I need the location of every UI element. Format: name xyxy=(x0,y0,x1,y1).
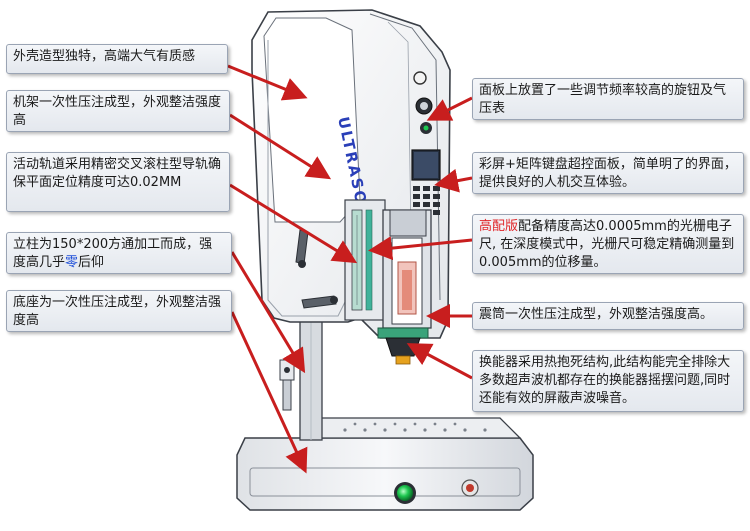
callout-grating-highlight: 高配版 xyxy=(479,219,519,234)
machine-base xyxy=(236,417,534,511)
callout-transducer-text: 换能器采用热抱死结构,此结构能完全排除大多数超声波机都存在的换能器摇摆问题,同时… xyxy=(479,355,731,406)
callout-base-text: 底座为一次性压注成型，外观整洁强度高 xyxy=(13,295,222,328)
arrow-base xyxy=(230,311,308,474)
callout-shock: 震筒一次性压注成型，外观整洁强度高。 xyxy=(472,302,744,330)
arrow-frame xyxy=(229,113,332,180)
callout-panel-knobs: 面板上放置了一些调节频率较高的旋钮及气压表 xyxy=(472,78,744,120)
arrow-transducer xyxy=(406,343,473,380)
adjust-handle-lower xyxy=(301,295,338,309)
arrow-screen xyxy=(434,168,473,193)
arrow-grating xyxy=(368,236,473,261)
air-regulator xyxy=(279,359,295,411)
machine-column xyxy=(299,319,323,441)
callout-frame-text: 机架一次性压注成型，外观整洁强度高 xyxy=(13,95,222,128)
callout-panel-knobs-text: 面板上放置了一些调节频率较高的旋钮及气压表 xyxy=(479,83,727,116)
callout-screen: 彩屏+矩阵键盘超控面板，简单明了的界面，提供良好的人机交互体验。 xyxy=(472,152,744,194)
callout-transducer: 换能器采用热抱死结构,此结构能完全排除大多数超声波机都存在的换能器摇摆问题,同时… xyxy=(472,350,744,412)
callout-screen-text: 彩屏+矩阵键盘超控面板，简单明了的界面，提供良好的人机交互体验。 xyxy=(479,157,737,190)
callout-grating-text: 配备精度高达0.0005mm的光栅电子尺, 在深度模式中，光栅尺可稳定精确测量到… xyxy=(479,219,735,270)
callout-column-highlight: 零 xyxy=(65,255,79,270)
knob-top xyxy=(413,71,427,85)
callout-column-text-post: 后仰 xyxy=(78,255,105,270)
callout-shock-text: 震筒一次性压注成型，外观整洁强度高。 xyxy=(479,307,714,322)
shock-tube xyxy=(382,209,432,329)
callout-column: 立柱为150*200方通加工而成，强度高几乎零后仰 xyxy=(6,232,232,274)
callout-shell-text: 外壳造型独特，高端大气有质感 xyxy=(13,49,196,64)
arrow-shell xyxy=(227,64,308,101)
arrow-rail xyxy=(229,183,358,264)
callout-column-text-pre: 立柱为150*200方通加工而成，强度高几乎 xyxy=(13,237,213,270)
transducer-horn xyxy=(377,327,429,365)
callout-frame: 机架一次性压注成型，外观整洁强度高 xyxy=(6,90,230,132)
callout-shell: 外壳造型独特，高端大气有质感 xyxy=(6,44,228,74)
callout-rail: 活动轨道采用精密交叉滚柱型导轨确保平面定位精度可达0.02MM xyxy=(6,152,230,212)
green-start-button xyxy=(394,482,416,504)
callout-arrows xyxy=(227,64,473,474)
callout-rail-text: 活动轨道采用精密交叉滚柱型导轨确保平面定位精度可达0.02MM xyxy=(13,157,222,190)
red-stop-button xyxy=(461,479,479,497)
arrow-column xyxy=(230,251,306,374)
callout-grating: 高配版配备精度高达0.0005mm的光栅电子尺, 在深度模式中，光栅尺可稳定精确… xyxy=(472,214,744,274)
adjust-handle-upper xyxy=(295,229,309,268)
callout-base: 底座为一次性压注成型，外观整洁强度高 xyxy=(6,290,232,332)
arrow-panel-knobs xyxy=(426,96,473,121)
